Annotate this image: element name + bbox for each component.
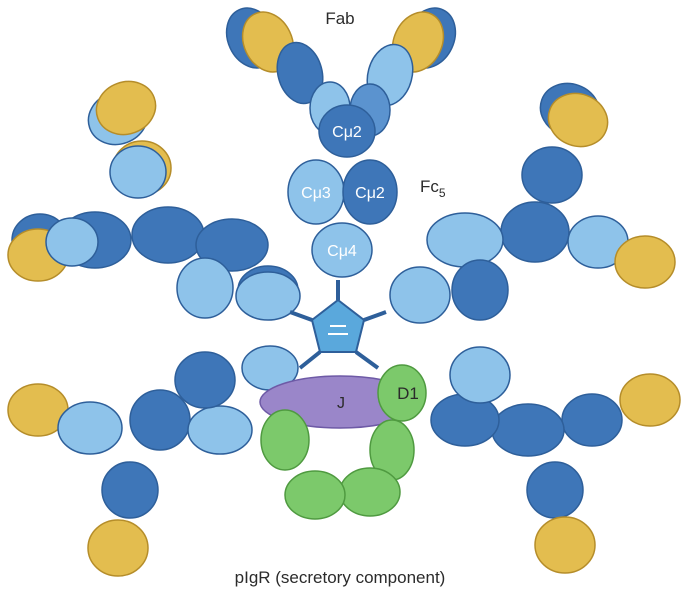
- pigr-label: pIgR (secretory component): [235, 568, 446, 587]
- cmu2-top-label: Cμ2: [332, 124, 362, 141]
- cmu2-top-domain: [318, 104, 376, 158]
- central-linker: [289, 280, 387, 370]
- fc-label: Fc5: [420, 177, 446, 200]
- pigr-secretory-component: [260, 364, 427, 520]
- cmu4-domain: [311, 222, 373, 278]
- fab-label: Fab: [325, 9, 354, 28]
- fc-label-subscript: 5: [439, 186, 446, 200]
- left-upper-arm: [7, 80, 301, 321]
- cmu3-label: Cμ3: [301, 185, 331, 202]
- d1-label: D1: [397, 384, 419, 403]
- cmu2-right-label: Cμ2: [355, 185, 385, 202]
- j-chain-label: J: [337, 395, 345, 412]
- cmu4-label: Cμ4: [327, 243, 357, 260]
- right-upper-arm: [389, 82, 676, 324]
- right-lower-arm: [430, 346, 681, 574]
- cmu2-right-domain: [342, 159, 398, 225]
- left-lower-arm: [7, 345, 299, 577]
- fc-label-main: Fc: [420, 177, 439, 196]
- top-arm: [225, 7, 457, 278]
